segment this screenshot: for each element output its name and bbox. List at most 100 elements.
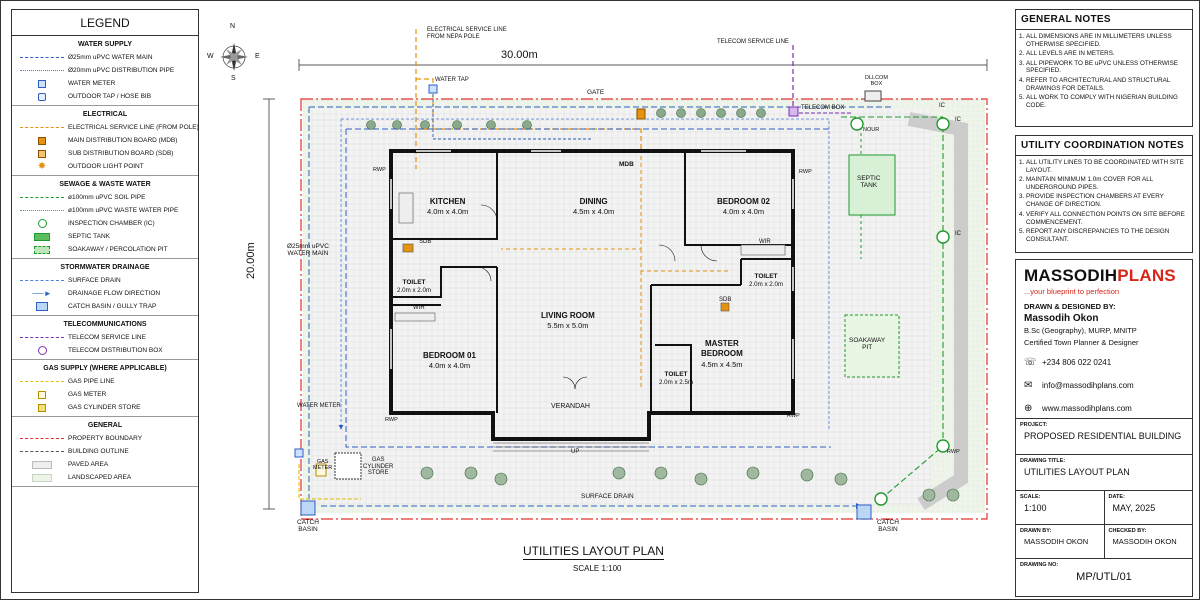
window-glass	[390, 150, 794, 379]
brand-tagline: ...your blueprint to perfection	[1024, 287, 1120, 296]
note-item: ALL LEVELS ARE IN METERS.	[1026, 50, 1187, 58]
legend-item-label: CATCH BASIN / GULLY TRAP	[68, 303, 157, 310]
legend-item-label: OUTDOOR LIGHT POINT	[68, 163, 144, 170]
brand-name-b: PLANS	[1117, 266, 1176, 285]
sdb-icon	[16, 149, 68, 159]
tree-icon	[494, 472, 508, 486]
paved-icon	[16, 460, 68, 470]
wir-label-1: WIR	[759, 239, 771, 245]
rwp-label-1: RWP	[373, 167, 386, 173]
rwp-label-5: RWP	[947, 449, 960, 455]
plan-drawing: 30.00m 20.00m N S E W ELECTRICAL SERVICE…	[201, 9, 1013, 593]
note-item: REFER TO ARCHITECTURAL AND STRUCTURAL DR…	[1026, 77, 1187, 93]
legend-item-label: GAS CYLINDER STORE	[68, 404, 141, 411]
surface-drain-inner	[341, 118, 830, 429]
legend-item: MAIN DISTRIBUTION BOARD (MDB)	[16, 134, 194, 147]
telecom-service-label: TELECOM SERVICE LINE	[717, 39, 789, 45]
gas-store-icon	[16, 403, 68, 413]
tree-icon	[522, 120, 532, 130]
room-name: BEDROOM 02	[717, 197, 770, 206]
tree-icon	[736, 108, 746, 118]
tree-icon	[612, 466, 626, 480]
room-size: 2.0m x 2.5m	[659, 379, 694, 387]
drawn-checked-row: DRAWN BY:MASSODIH OKON CHECKED BY:MASSOD…	[1015, 525, 1193, 559]
wir-label-2: WIR	[413, 305, 425, 311]
contact-web[interactable]: ⊕www.massodihplans.com	[1024, 400, 1184, 417]
tree-icon	[800, 468, 814, 482]
web-text: www.massodihplans.com	[1042, 404, 1132, 414]
tree-icon	[946, 488, 960, 502]
scale-value: 1:100	[1024, 503, 1047, 513]
room-size: 4.0m x 4.0m	[428, 361, 471, 371]
tree-icon	[676, 108, 686, 118]
legend-section-title: TELECOMMUNICATIONS	[63, 321, 147, 328]
mail-icon: ✉	[1024, 380, 1033, 392]
drawing-no-box: DRAWING NO: MP/UTL/01	[1015, 559, 1193, 597]
general-notes-list: ALL DIMENSIONS ARE IN MILLIMETERS UNLESS…	[1016, 30, 1192, 115]
note-item: VERIFY ALL CONNECTION POINTS ON SITE BEF…	[1026, 211, 1187, 227]
room-size: 4.0m x 4.0m	[427, 207, 469, 217]
scale-label: SCALE:	[1020, 494, 1041, 500]
mdb-symbol	[636, 108, 646, 120]
gas-meter-symbol	[315, 463, 327, 477]
designer-cred-2: Certified Town Planner & Designer	[1024, 338, 1139, 348]
designer-name: Massodih Okon	[1024, 313, 1099, 324]
sdb-label-1: SDB	[419, 239, 432, 245]
note-item: ALL WORK TO COMPLY WITH NIGERIAN BUILDIN…	[1026, 94, 1187, 110]
legend-item-label: SOAKAWAY / PERCOLATION PIT	[68, 246, 168, 253]
gas-meter-icon	[16, 390, 68, 400]
telecom-box-icon	[16, 346, 68, 356]
tree-icon	[756, 108, 766, 118]
legend-item-label: ELECTRICAL SERVICE LINE (FROM POLE)	[68, 124, 199, 131]
brand-box: MASSODIHPLANS ...your blueprint to perfe…	[1015, 259, 1193, 419]
contact-phone[interactable]: ☏+234 806 022 0241	[1024, 354, 1184, 371]
septic-icon	[16, 232, 68, 242]
tree-icon	[922, 488, 936, 502]
water-tap-symbol	[428, 84, 438, 94]
room-name: TOILET	[402, 279, 426, 286]
legend-item: Ø20mm uPVC DISTRIBUTION PIPE	[16, 64, 194, 77]
drawing-title-value: UTILITIES LAYOUT PLAN	[1024, 467, 1130, 477]
plan-svg	[220, 29, 988, 520]
waste-icon	[16, 206, 68, 216]
septic-tank	[848, 154, 896, 216]
soil-pipe-line	[841, 116, 944, 500]
legend-item-label: DRAINAGE FLOW DIRECTION	[68, 290, 161, 297]
meter-icon	[16, 79, 68, 89]
property-boundary	[300, 98, 988, 520]
legend-item: BUILDING OUTLINE	[16, 445, 194, 458]
gas-cylinder-store	[334, 452, 362, 480]
legend-section-title: SEWAGE & WASTE WATER	[59, 181, 151, 188]
legend-section: GAS SUPPLY (WHERE APPLICABLE) GAS PIPE LI…	[12, 360, 198, 417]
project-value: PROPOSED RESIDENTIAL BUILDING	[1024, 431, 1182, 441]
ic-icon	[16, 219, 68, 229]
outline-icon	[16, 447, 68, 457]
legend-section-title: GAS SUPPLY (WHERE APPLICABLE)	[43, 365, 167, 372]
trees-bottom	[420, 466, 960, 502]
tree-icon	[694, 472, 708, 486]
rwp-label-2: RWP	[799, 169, 812, 175]
legend-item-label: GAS PIPE LINE	[68, 378, 115, 385]
compass-rose	[220, 43, 248, 71]
legend-section-title: ELECTRICAL	[82, 111, 128, 118]
compass-w: W	[207, 53, 214, 60]
mdb-label: MDB	[619, 161, 634, 168]
contact-email[interactable]: ✉info@massodihplans.com	[1024, 377, 1184, 394]
drawing-title-box: DRAWING TITLE: UTILITIES LAYOUT PLAN	[1015, 455, 1193, 491]
general-notes-title: GENERAL NOTES	[1016, 10, 1192, 30]
drawing-no-label: DRAWING NO:	[1020, 562, 1059, 568]
telecom-line-icon	[16, 333, 68, 343]
designer-cred-1: B.Sc (Geography), MURP, MNITP	[1024, 326, 1137, 335]
